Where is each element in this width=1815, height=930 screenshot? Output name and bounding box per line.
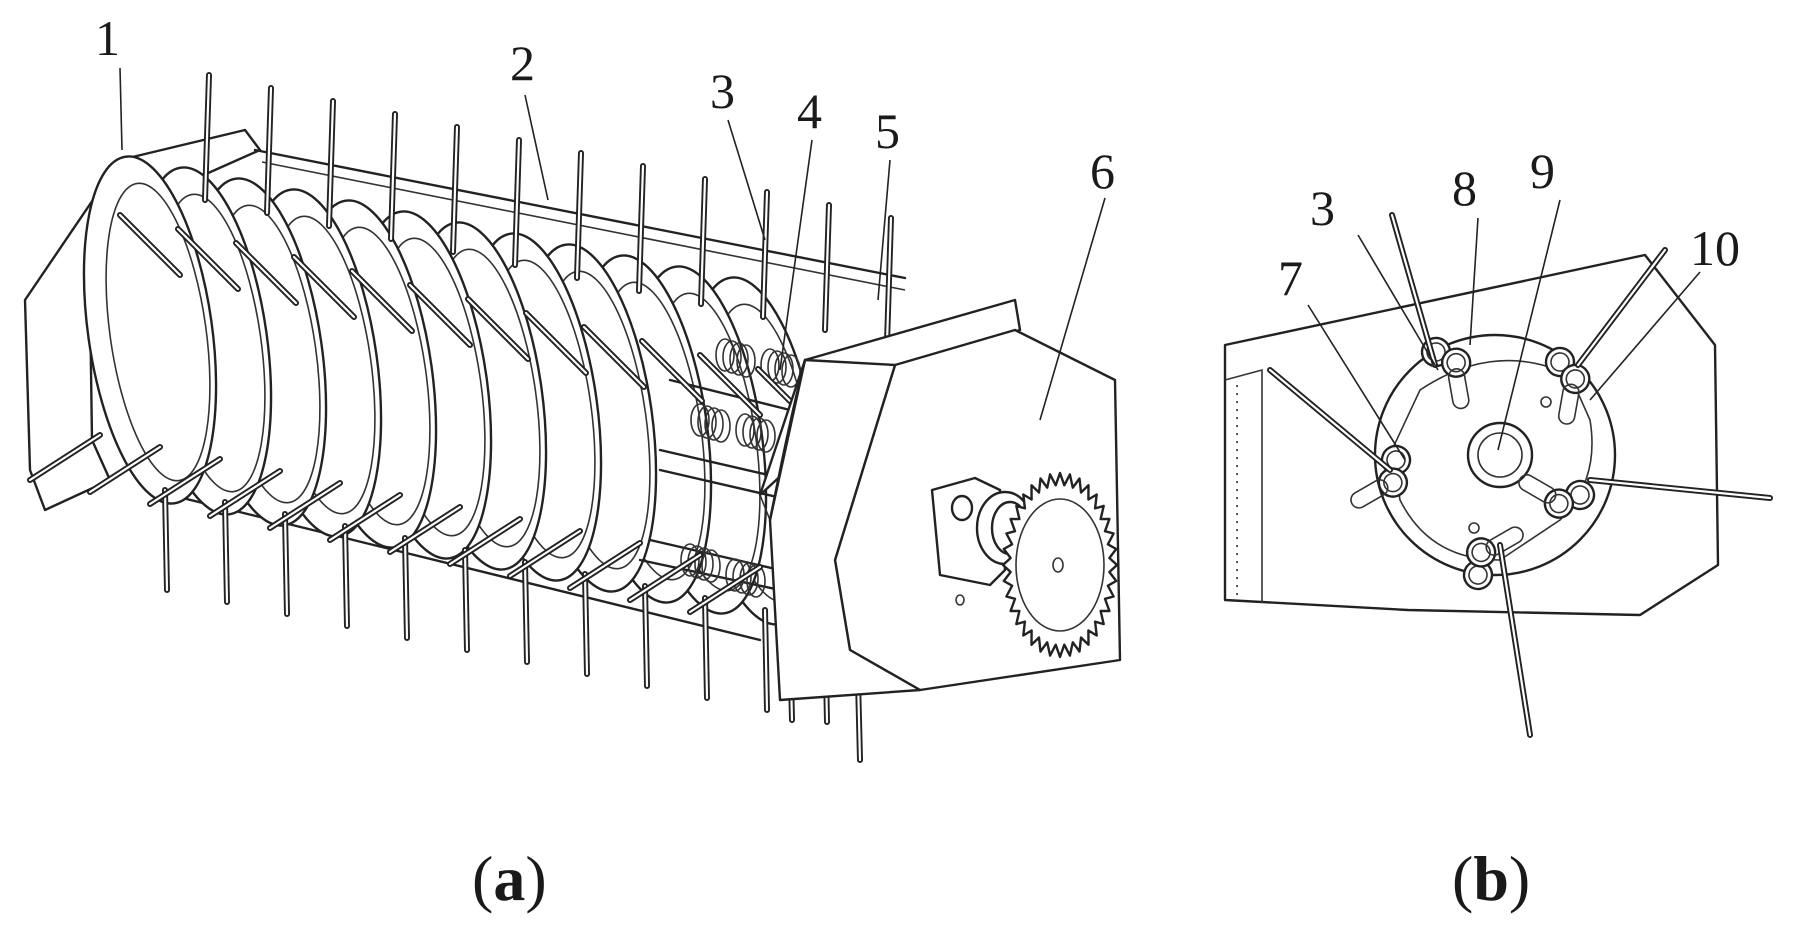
tine (639, 338, 705, 404)
tine (327, 492, 403, 543)
tine (407, 282, 473, 348)
tine (87, 444, 163, 495)
label-10: 10 (1690, 220, 1740, 276)
tine-holder (1420, 336, 1472, 410)
panel-a-tine-reel-assembly: 1 2 3 4 5 6 (a) (23, 10, 1122, 914)
tine (207, 468, 283, 519)
tine (698, 176, 708, 307)
tine (465, 296, 531, 362)
side-tines (1267, 212, 1773, 738)
tine (462, 547, 470, 653)
coil-spring (725, 558, 766, 598)
tine (702, 595, 710, 701)
caption-a: (a) (472, 843, 547, 914)
sprocket-hub (1015, 498, 1105, 632)
tine (522, 559, 530, 665)
label-5: 5 (875, 103, 900, 159)
tine (342, 523, 350, 629)
tine (567, 540, 643, 591)
coil-spring (690, 403, 731, 443)
tine (760, 189, 770, 320)
tine-holder (1462, 526, 1524, 591)
caption-b: (b) (1452, 843, 1530, 914)
tine (697, 352, 763, 418)
coil-spring (715, 338, 756, 378)
drive-sprocket (1001, 471, 1119, 659)
panel-b-side-view: 7 3 8 9 10 (b) (1223, 143, 1773, 914)
cam-disk (1350, 333, 1617, 591)
label-7: 7 (1278, 250, 1303, 306)
tine (202, 72, 212, 203)
label-3b: 3 (1310, 180, 1335, 236)
tine (27, 432, 103, 483)
label-6: 6 (1090, 143, 1115, 199)
tine-holder (1518, 474, 1596, 519)
reel-bottom-rail (148, 488, 762, 642)
tine (636, 163, 646, 294)
tine (884, 215, 894, 346)
tine (627, 552, 703, 603)
tine (574, 150, 584, 281)
label-2: 2 (510, 35, 535, 91)
tine (326, 98, 336, 229)
tine (349, 268, 415, 334)
tine (507, 528, 583, 579)
tine (264, 85, 274, 216)
label-4: 4 (797, 83, 822, 139)
label-1: 1 (95, 10, 120, 66)
tine (162, 487, 170, 593)
tine (222, 499, 230, 605)
sprocket-teeth (1001, 471, 1119, 659)
tine (387, 504, 463, 555)
tine (762, 607, 770, 713)
label-8: 8 (1452, 160, 1477, 216)
tine (233, 240, 299, 306)
tine (687, 564, 763, 615)
tine (523, 310, 589, 376)
panel-a-leaders (119, 67, 1106, 421)
tine (642, 583, 650, 689)
coil-spring (760, 348, 801, 388)
label-3: 3 (710, 63, 735, 119)
reel-disk (82, 155, 218, 505)
tine (512, 137, 522, 268)
tine (402, 535, 410, 641)
spring-tines (27, 72, 894, 763)
tine (117, 212, 183, 278)
label-9: 9 (1530, 143, 1555, 199)
tine (450, 124, 460, 255)
tine (147, 456, 223, 507)
tine (447, 516, 523, 567)
coil-spring (735, 413, 776, 453)
tine (175, 226, 241, 292)
tine (282, 511, 290, 617)
tine (581, 324, 647, 390)
tine (291, 254, 357, 320)
tine (822, 202, 832, 333)
sprocket-bore (1052, 557, 1064, 573)
tine (267, 480, 343, 531)
tine (388, 111, 398, 242)
panel-b-leaders (1307, 199, 1701, 461)
tine (582, 571, 590, 677)
